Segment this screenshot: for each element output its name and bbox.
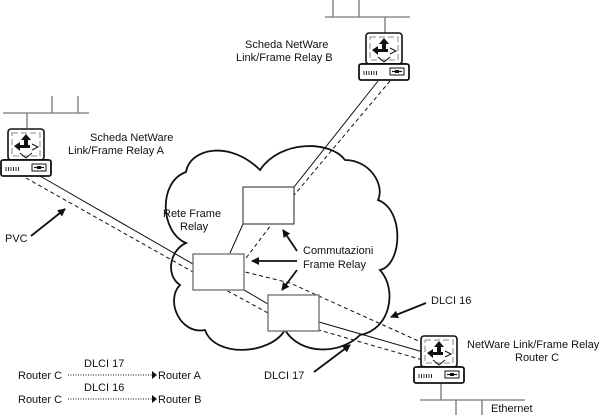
- dlci16-path: [236, 80, 424, 344]
- router-icon: [358, 32, 410, 81]
- switch-box-bottom: [267, 294, 320, 332]
- legend-row2-to: Router B: [158, 394, 201, 406]
- pvc-line-a-c: [39, 175, 424, 353]
- pvc-label: PVC: [5, 233, 28, 245]
- router-b-label-line1: Scheda NetWare: [245, 39, 328, 51]
- dlci17-label: DLCI 17: [264, 370, 304, 382]
- legend-row1-dlci: DLCI 17: [84, 358, 124, 370]
- router-c: [413, 335, 525, 415]
- router-b: [325, 0, 410, 81]
- legend-row1-to: Router A: [158, 370, 201, 382]
- switches-label-line2: Frame Relay: [303, 259, 366, 271]
- dlci16-arrow: [390, 302, 427, 319]
- dlci17-arrow: [313, 344, 351, 373]
- dlci17-path: [25, 177, 424, 361]
- switches-label-line1: Commutazioni: [303, 245, 373, 257]
- frame-relay-cloud: [164, 145, 399, 351]
- legend-row2-arrowhead: [152, 395, 157, 403]
- cloud-label-line2: Relay: [180, 221, 209, 233]
- router-icon: [413, 335, 465, 384]
- pvc-arrow: [30, 208, 66, 237]
- router-c-label-line2: Router C: [515, 352, 559, 364]
- switch-box-top: [242, 186, 295, 225]
- legend-row1-arrowhead: [152, 371, 157, 379]
- router-a-label-line2: Link/Frame Relay A: [68, 145, 165, 157]
- ethernet-label: Ethernet: [491, 403, 533, 415]
- router-b-label-line2: Link/Frame Relay B: [236, 52, 333, 64]
- cloud-label-line1: Rete Frame: [163, 208, 221, 220]
- legend-row2-dlci: DLCI 16: [84, 382, 124, 394]
- router-icon: [0, 128, 52, 177]
- dlci16-label: DLCI 16: [431, 295, 471, 307]
- router-c-label-line1: NetWare Link/Frame Relay: [467, 339, 600, 351]
- arrow-to-switch-bottom: [281, 269, 298, 291]
- arrow-to-switch-top: [282, 229, 298, 252]
- legend-row2-from: Router C: [18, 394, 62, 406]
- legend: Router C DLCI 17 Router A Router C DLCI …: [18, 358, 201, 406]
- switch-box-left: [192, 253, 245, 291]
- router-a: [0, 96, 89, 177]
- legend-row1-from: Router C: [18, 370, 62, 382]
- router-a-label-line1: Scheda NetWare: [90, 132, 173, 144]
